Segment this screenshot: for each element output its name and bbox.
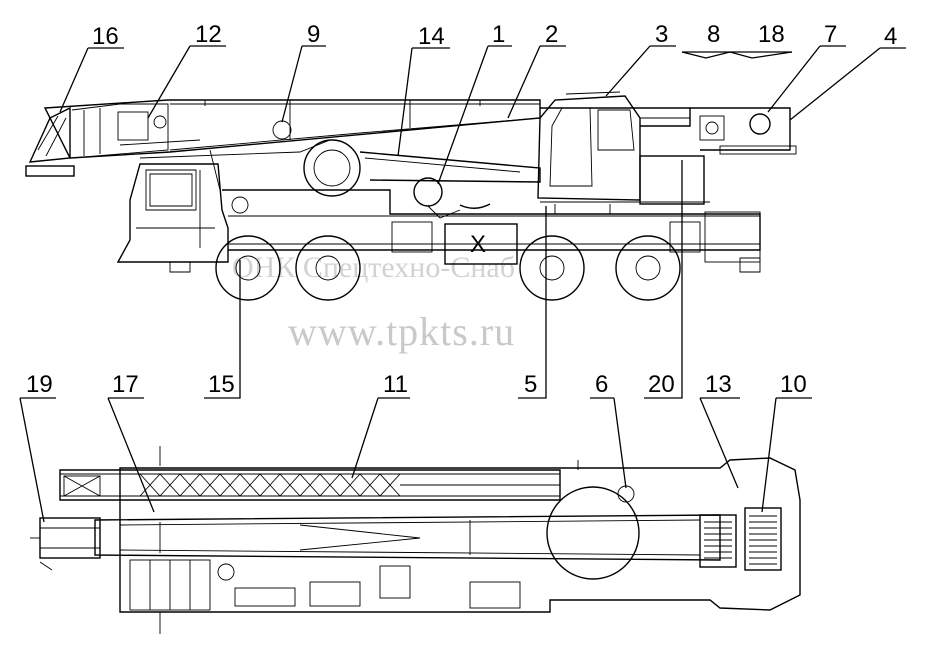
callout-3: 3 (655, 21, 668, 48)
callout-10: 10 (780, 371, 807, 398)
winch (303, 139, 541, 219)
callout-11: 11 (383, 371, 408, 398)
callout-20: 20 (648, 371, 675, 398)
callout-4: 4 (884, 23, 897, 50)
callout-13: 13 (705, 371, 732, 398)
boom (43, 99, 691, 159)
callout-8: 8 (707, 21, 720, 48)
callout-12: 12 (195, 21, 222, 48)
watermark-url: www.tpkts.ru (288, 309, 515, 354)
callout-19: 19 (26, 371, 53, 398)
callout-7: 7 (824, 21, 837, 48)
callout-9: 9 (307, 21, 320, 48)
operator-cab (537, 91, 797, 214)
lattice-jib (59, 469, 561, 501)
callouts-bottom: 19 17 11 6 13 10 (19, 371, 812, 523)
callout-18: 18 (758, 21, 785, 48)
top-view (30, 446, 801, 634)
callout-14: 14 (418, 23, 445, 50)
callouts-mid: 15 5 20 (204, 160, 683, 399)
boom-head (25, 103, 201, 177)
callout-6: 6 (595, 371, 608, 398)
carrier: X (116, 163, 761, 273)
callout-2: 2 (545, 21, 558, 48)
callout-17: 17 (112, 371, 139, 398)
callout-1: 1 (492, 21, 505, 48)
wheels (215, 235, 681, 301)
counterweight-grilles (699, 507, 782, 571)
callout-15: 15 (208, 371, 235, 398)
callouts-top: 16 12 9 14 1 2 3 8 18 7 4 (59, 21, 906, 185)
callout-16: 16 (92, 23, 119, 50)
callout-5: 5 (524, 371, 537, 398)
side-view: X (25, 91, 797, 301)
watermark-company: ОНК Спецтехно-Снаб (232, 251, 515, 284)
boom-top (30, 514, 721, 571)
cab-badge-text: X (470, 231, 486, 258)
